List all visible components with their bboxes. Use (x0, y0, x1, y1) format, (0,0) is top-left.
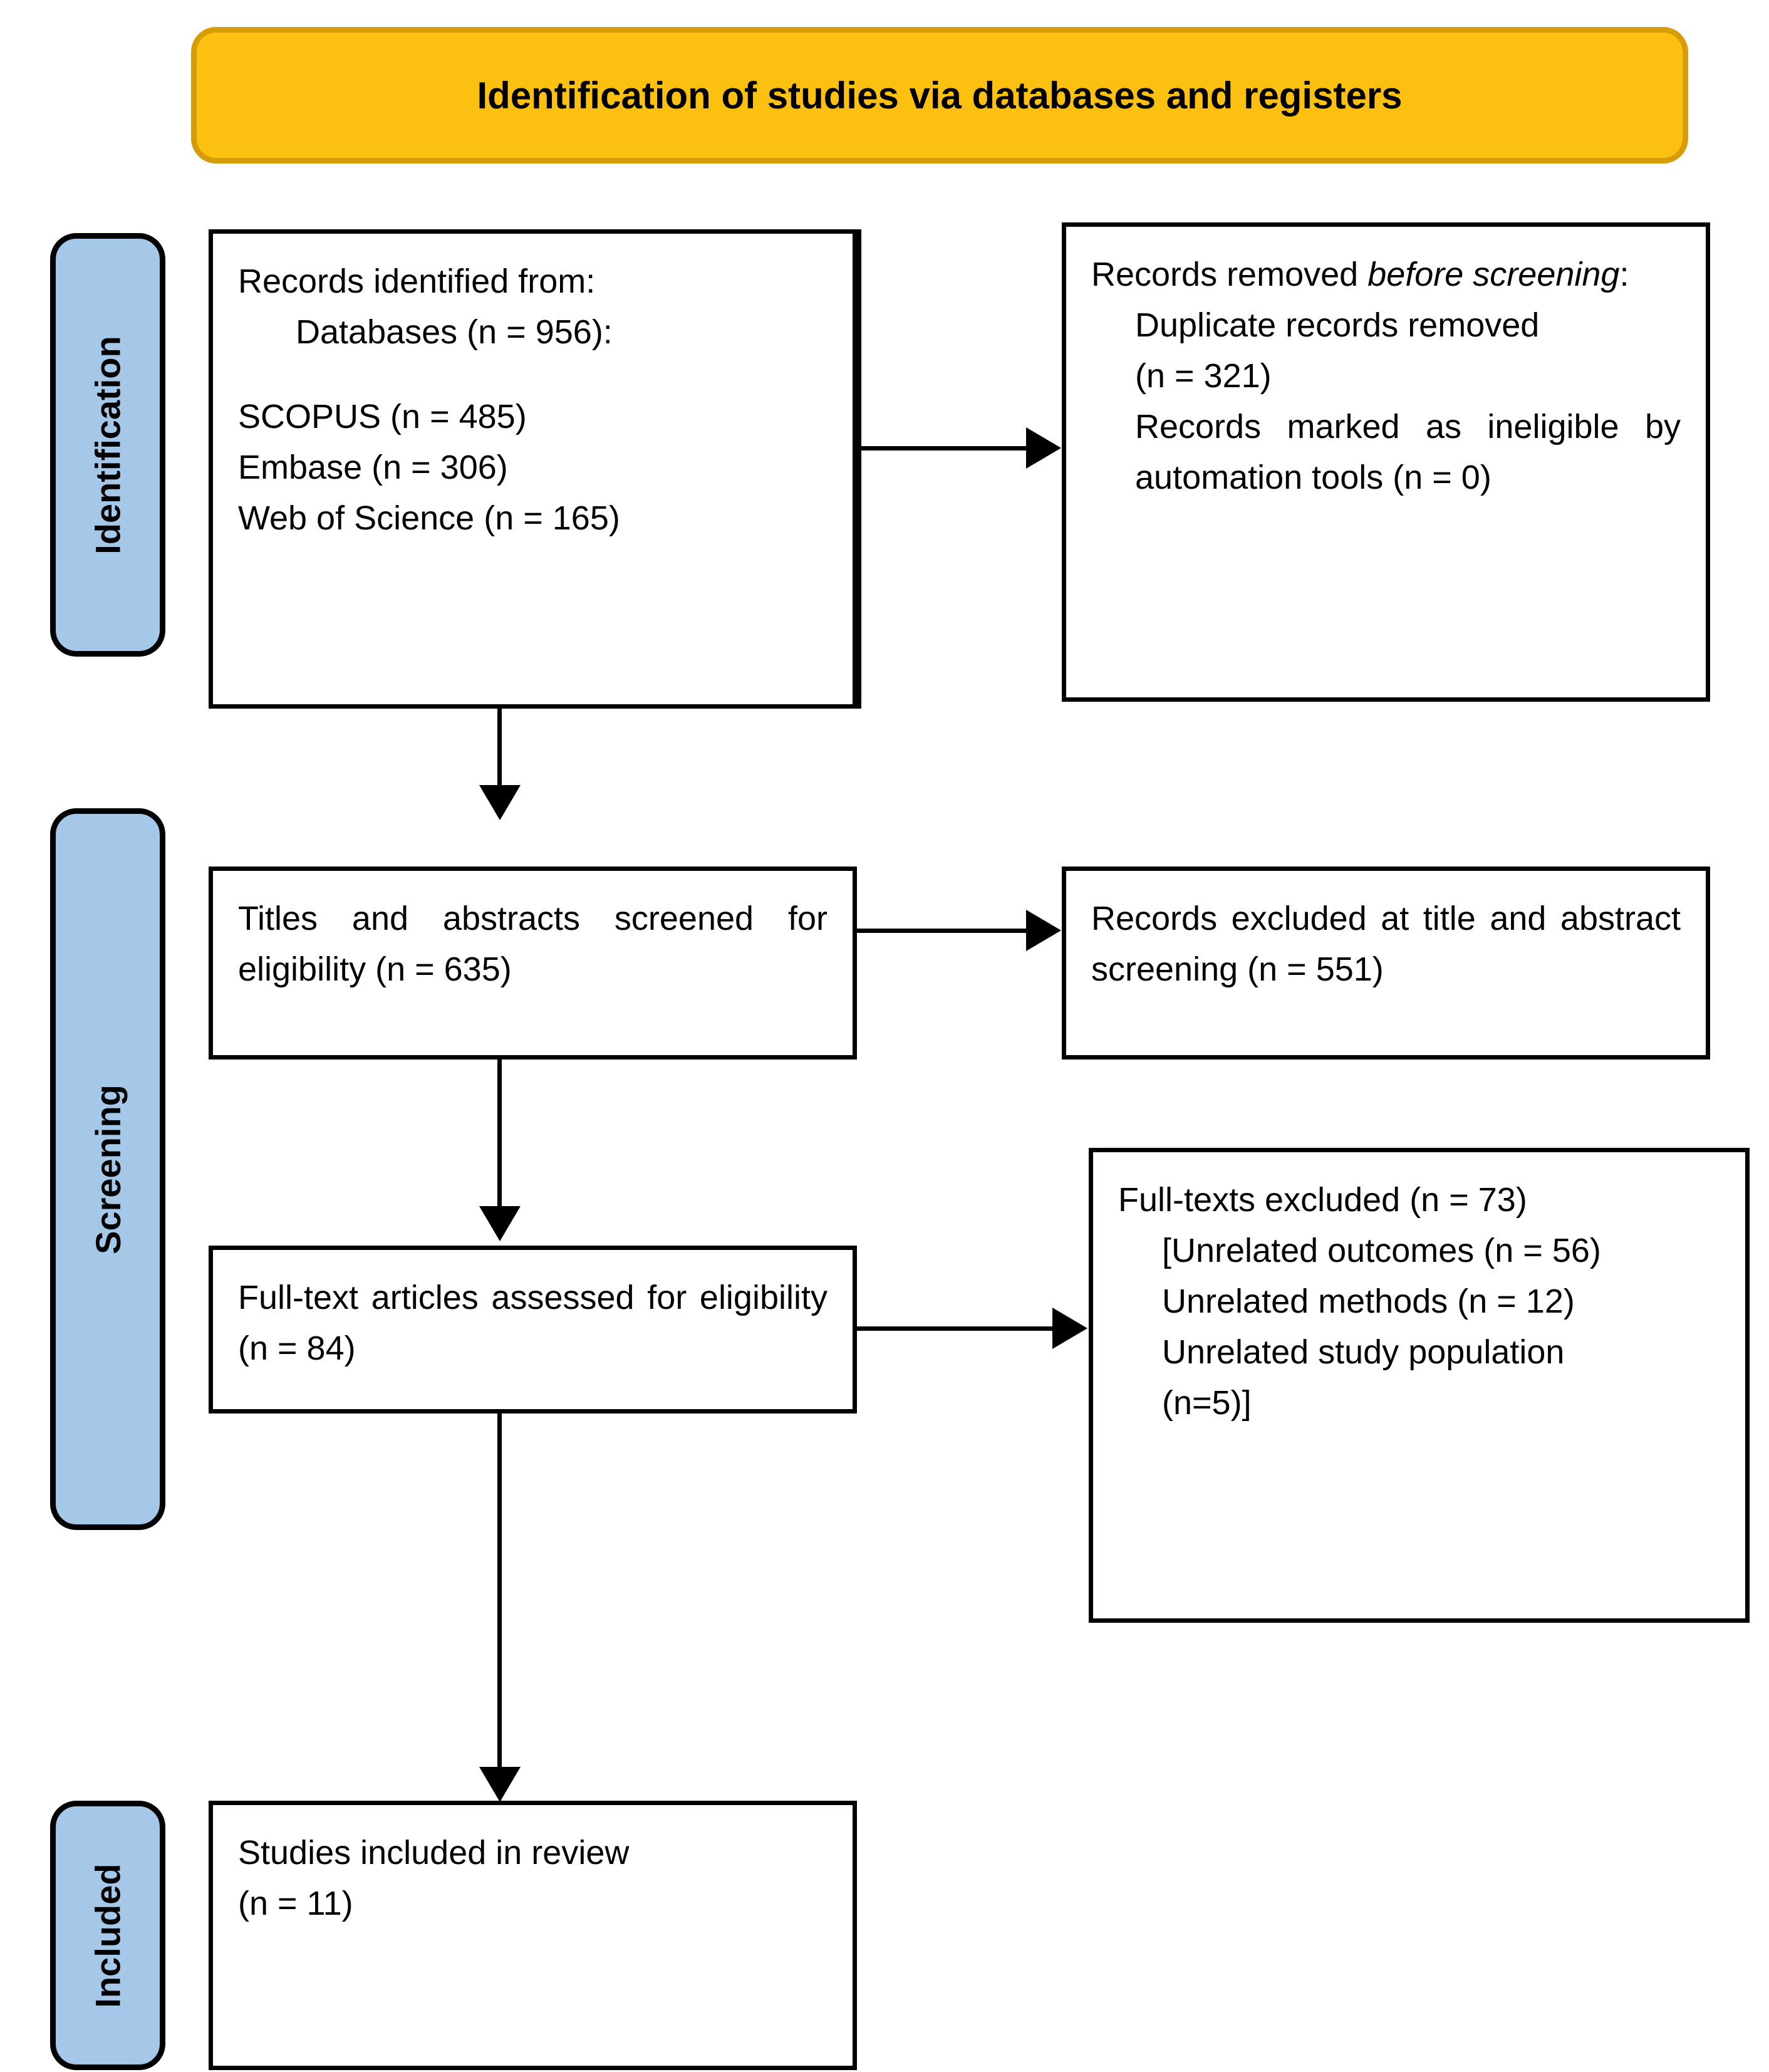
box-records-excluded: Records excluded at title and abstract s… (1062, 867, 1710, 1059)
records-identified-line-4: Embase (n = 306) (238, 449, 508, 486)
box-fulltext-assessed: Full-text articles assessed for eligibil… (209, 1246, 857, 1413)
fulltext-excluded-line-1: Full-texts excluded (n = 73) (1118, 1181, 1527, 1219)
fulltext-excluded-line-4: Unrelated study population (1162, 1333, 1565, 1371)
connector-screened-to-excluded (857, 929, 1027, 933)
box-studies-included: Studies included in review (n = 11) (209, 1801, 857, 2070)
connector-identification-to-removed (857, 446, 1027, 450)
records-removed-line-1a: Records removed (1091, 256, 1368, 293)
arrowhead-fulltext-to-included (479, 1767, 521, 1802)
arrowhead-identification-to-screening (479, 785, 521, 820)
box-studies-included-content: Studies included in review (n = 11) (213, 1805, 853, 1929)
fulltext-excluded-line-3: Unrelated methods (n = 12) (1162, 1283, 1575, 1320)
records-removed-line-4: Records marked as ineligible by automati… (1135, 408, 1681, 496)
studies-included-line-1: Studies included in review (238, 1834, 630, 1872)
box-records-excluded-content: Records excluded at title and abstract s… (1091, 900, 1681, 988)
records-identified-line-2: Databases (n = 956): (296, 313, 613, 351)
box-titles-screened-content: Titles and abstracts screened for eligib… (238, 900, 827, 988)
records-removed-line-1b: before screening (1367, 256, 1620, 293)
connector-identification-to-screening (497, 709, 502, 789)
phase-tab-screening: Screening (50, 808, 165, 1530)
phase-tab-identification: Identification (50, 233, 165, 657)
fulltext-excluded-line-2: [Unrelated outcomes (n = 56) (1162, 1232, 1601, 1269)
banner-title: Identification of studies via databases … (477, 74, 1403, 117)
arrowhead-screened-to-fulltext (479, 1206, 521, 1241)
box-titles-screened: Titles and abstracts screened for eligib… (209, 867, 857, 1059)
phase-tab-included-label: Included (88, 1863, 128, 2008)
diagram-header-banner: Identification of studies via databases … (191, 27, 1688, 164)
box-records-removed: Records removed before screening: Duplic… (1062, 222, 1710, 702)
box-fulltext-excluded-content: Full-texts excluded (n = 73) [Unrelated … (1093, 1152, 1745, 1429)
arrowhead-fulltext-to-excluded (1052, 1308, 1087, 1349)
arrowhead-screened-to-excluded (1026, 910, 1061, 951)
box-fulltext-excluded: Full-texts excluded (n = 73) [Unrelated … (1089, 1148, 1750, 1623)
box-records-identified-content: Records identified from: Databases (n = … (213, 234, 853, 544)
records-removed-line-1c: : (1619, 256, 1629, 293)
phase-tab-included: Included (50, 1801, 165, 2070)
connector-fulltext-to-excluded (857, 1326, 1054, 1331)
box-records-identified: Records identified from: Databases (n = … (209, 229, 857, 709)
phase-tab-screening-label: Screening (88, 1084, 128, 1254)
records-identified-line-3: SCOPUS (n = 485) (238, 398, 527, 435)
records-identified-line-1: Records identified from: (238, 263, 596, 300)
spacer-line (238, 358, 827, 392)
records-removed-line-3: (n = 321) (1135, 357, 1272, 395)
connector-screened-to-fulltext (497, 1059, 502, 1210)
studies-included-line-2: (n = 11) (238, 1885, 353, 1922)
fulltext-excluded-line-5: (n=5)] (1162, 1384, 1252, 1422)
arrowhead-identification-to-removed (1026, 427, 1061, 469)
box-fulltext-assessed-content: Full-text articles assessed for eligibil… (238, 1279, 827, 1367)
records-identified-line-5: Web of Science (n = 165) (238, 499, 620, 537)
box-records-removed-content: Records removed before screening: Duplic… (1066, 227, 1706, 503)
connector-fulltext-to-included (497, 1413, 502, 1771)
connector-stub-identification (857, 229, 861, 709)
phase-tab-identification-label: Identification (88, 335, 128, 554)
records-removed-line-2: Duplicate records removed (1135, 306, 1540, 344)
